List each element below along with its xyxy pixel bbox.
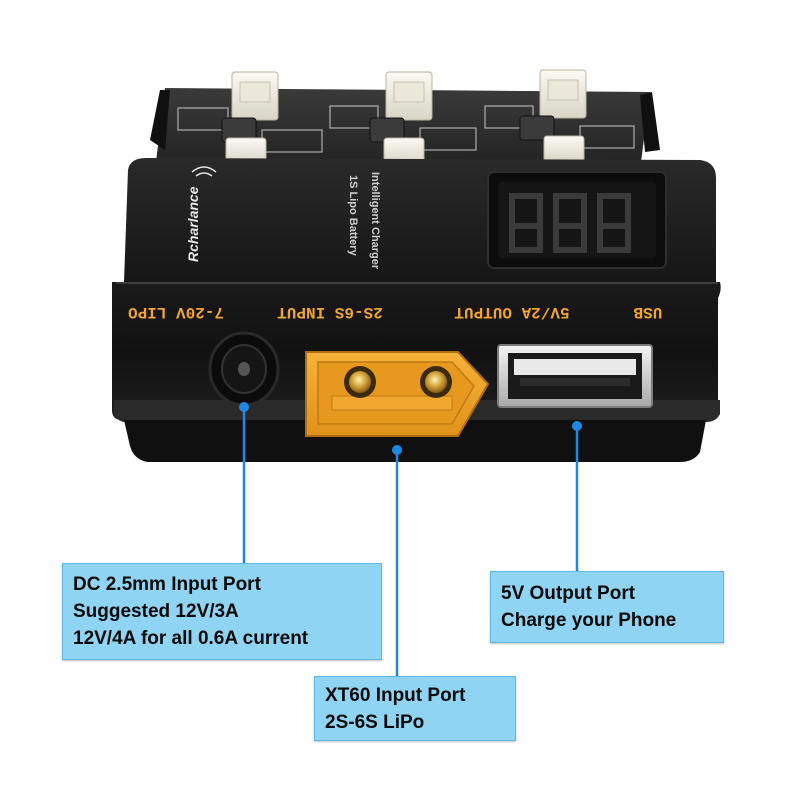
callout-dc-line3: 12V/4A for all 0.6A current (73, 628, 309, 649)
callout-xt60-line2: 2S-6S LiPo (325, 712, 425, 733)
led-display (487, 171, 667, 269)
jst-connector (225, 135, 585, 165)
label-output: 5V/2A OUTPUT (454, 303, 570, 321)
brand-logo: Rcharlance (185, 166, 217, 262)
top-label-charger: Intelligent Charger (369, 172, 381, 270)
callout-dc-input: DC 2.5mm Input Port Suggested 12V/3A 12V… (62, 563, 382, 660)
usb-port (497, 344, 653, 408)
leader-lines (242, 407, 579, 678)
callout-dc-line2: Suggested 12V/3A (73, 601, 239, 622)
svg-text:Rcharlance: Rcharlance (185, 186, 201, 262)
label-usb: USB (633, 303, 662, 321)
dc-jack (208, 331, 280, 407)
callout-xt60-input: XT60 Input Port 2S-6S LiPo (314, 676, 516, 741)
label-dc: 7-20V LIPO (128, 303, 224, 321)
dot-dc (239, 402, 249, 412)
callout-usb-output: 5V Output Port Charge your Phone (490, 571, 724, 643)
jst-connector (231, 69, 587, 121)
callout-usb-line1: 5V Output Port (501, 583, 636, 604)
callout-dc-line1: DC 2.5mm Input Port (73, 574, 261, 595)
pcb-board (150, 69, 660, 170)
label-xt60: 2S-6S INPUT (277, 303, 383, 321)
dot-xt60 (392, 445, 402, 455)
top-label-battery: 1S Lipo Battery (347, 175, 359, 257)
callout-xt60-line1: XT60 Input Port (325, 685, 466, 706)
dot-usb (572, 421, 582, 431)
xt60-connector (305, 351, 490, 437)
callout-usb-line2: Charge your Phone (501, 610, 677, 631)
